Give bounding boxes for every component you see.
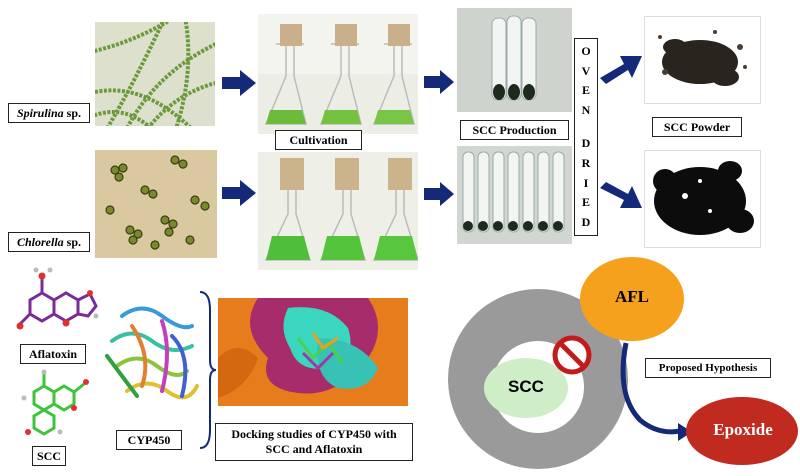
oven-dried-letter: E xyxy=(581,195,590,210)
curved-arrow-icon xyxy=(620,342,681,435)
oven-dried-letter: O xyxy=(581,43,591,58)
cultivation-flasks-chlorella xyxy=(258,152,418,270)
scc-production-tubes-bottom xyxy=(457,146,572,244)
arrow-right-icon xyxy=(424,182,454,206)
spirulina-label: Spirulina sp. xyxy=(8,103,90,123)
proposed-hypothesis-label: Proposed Hypothesis xyxy=(645,358,771,378)
oven-dried-letter: E xyxy=(581,83,590,98)
afl-circle xyxy=(580,257,684,341)
afl-label: AFL xyxy=(615,287,649,306)
oven-dried-letter: R xyxy=(581,155,591,170)
cultivation-label: Cultivation xyxy=(275,130,362,150)
epoxide-circle xyxy=(686,397,798,465)
scc-powder-label: SCC Powder xyxy=(652,117,742,137)
oven-dried-letter: V xyxy=(581,63,591,78)
arrow-right-icon xyxy=(222,70,256,96)
aflatoxin-label: Aflatoxin xyxy=(20,344,86,364)
oven-dried-letter: I xyxy=(583,175,589,190)
scc-production-label: SCC Production xyxy=(460,120,569,140)
hypothesis-diagram xyxy=(448,257,798,469)
bracket-icon xyxy=(199,291,217,449)
scc-powder-photo-bottom xyxy=(644,150,761,248)
chlorella-micrograph xyxy=(95,150,217,258)
docking-visualization xyxy=(218,298,408,406)
no-entry-icon xyxy=(552,335,592,375)
arrow-right-icon xyxy=(424,70,454,94)
oven-dried-box: O V E N D R I E D xyxy=(574,38,598,236)
arrow-right-icon xyxy=(600,182,642,208)
scc-production-tubes-top xyxy=(457,8,572,112)
arrow-right-icon xyxy=(600,56,642,84)
scc-center-label: SCC xyxy=(508,377,544,396)
spirulina-micrograph xyxy=(95,22,215,126)
chlorella-label: Chlorella sp. xyxy=(8,232,90,252)
scc-powder-photo-top xyxy=(644,16,761,104)
oven-dried-letter: D xyxy=(581,215,591,230)
epoxide-label: Epoxide xyxy=(713,420,773,439)
cyp450-label: CYP450 xyxy=(116,430,182,450)
scc-molecule-label: SCC xyxy=(32,446,66,466)
cultivation-flasks-spirulina xyxy=(258,14,418,134)
oven-dried-letter: D xyxy=(581,135,591,150)
scc-ellipse xyxy=(484,358,568,418)
scc-structure xyxy=(14,368,94,442)
aflatoxin-structure xyxy=(10,260,100,338)
oven-dried-letter: N xyxy=(581,103,591,118)
cyp450-protein-structure xyxy=(102,296,202,408)
arrow-right-icon xyxy=(222,180,256,206)
